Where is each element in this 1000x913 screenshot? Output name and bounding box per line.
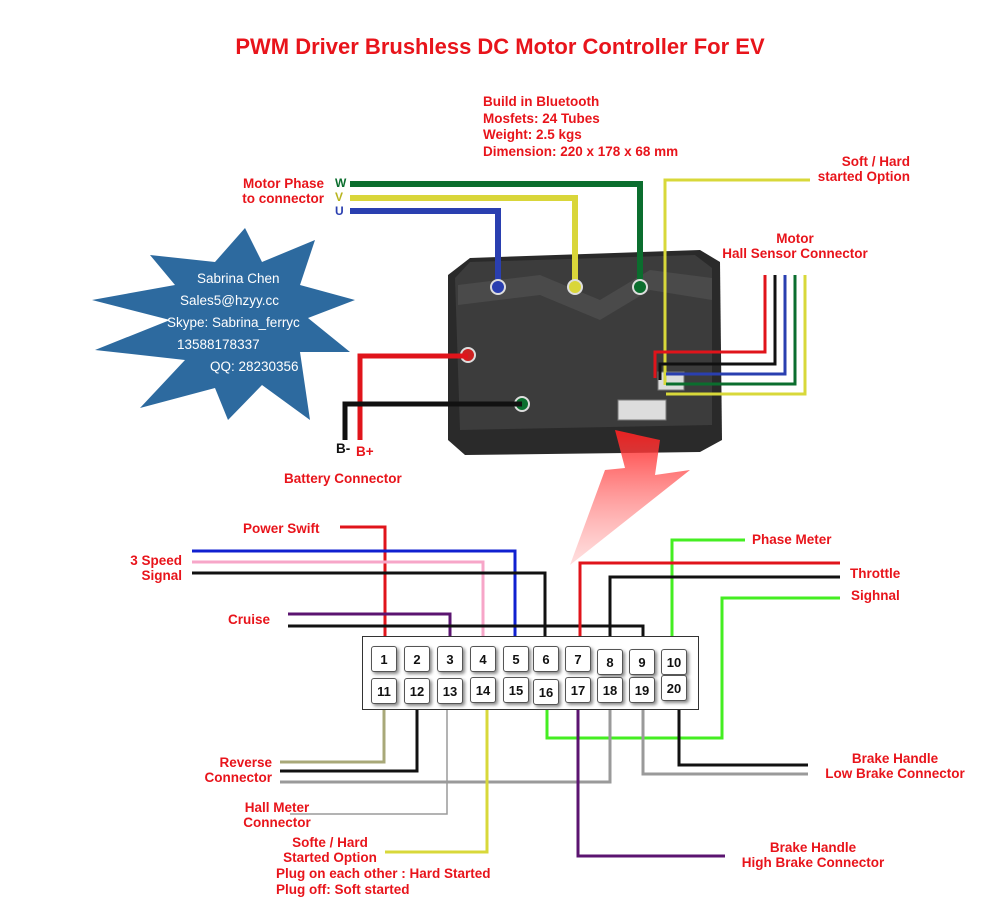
speed-line2: Signal [141, 568, 182, 583]
wire-hall-meter [290, 705, 448, 815]
brake-low-label: Brake Handle Low Brake Connector [810, 751, 980, 781]
contact-skype: Skype: Sabrina_ferryc [167, 315, 300, 330]
phase-w-letter: W [335, 176, 347, 190]
plug-off-note: Plug off: Soft started [276, 882, 410, 897]
wire-battery-neg [342, 401, 522, 440]
spec-dimension: Dimension: 220 x 178 x 68 mm [483, 143, 679, 159]
wire-phase-meter [670, 538, 745, 645]
softe-line1: Softe / Hard [292, 835, 368, 850]
pin-20: 20 [661, 675, 687, 701]
pin-1: 1 [371, 646, 397, 672]
wire-throttle-black [608, 575, 840, 645]
pin-7: 7 [565, 646, 591, 672]
pin-18: 18 [597, 677, 623, 703]
hall-meter-line2: Connector [243, 815, 311, 830]
wire-brake-low-black [677, 705, 808, 767]
soft-hard-label: Soft / Hard started Option [790, 154, 910, 184]
wire-phase-v [350, 195, 578, 285]
plug-on-note: Plug on each other : Hard Started [276, 866, 491, 881]
page-title: PWM Driver Brushless DC Motor Controller… [235, 34, 765, 59]
pin-15: 15 [503, 677, 529, 703]
brake-high-line2: High Brake Connector [741, 855, 885, 870]
contact-burst [92, 228, 355, 420]
phase-meter-label: Phase Meter [752, 532, 832, 547]
wire-battery-pos [357, 353, 468, 440]
motor-phase-label: Motor Phase to connector [222, 176, 324, 206]
motor-phase-line2: to connector [242, 191, 324, 206]
pointer-arrow [570, 430, 690, 565]
pin-9: 9 [629, 649, 655, 675]
pin-3: 3 [437, 646, 463, 672]
pin-11: 11 [371, 678, 397, 704]
spec-list: Build in Bluetooth Mosfets: 24 Tubes Wei… [483, 94, 678, 160]
motor-phase-line1: Motor Phase [242, 176, 324, 191]
battery-pos-label: B+ [356, 444, 374, 459]
hall-meter-label: Hall Meter Connector [232, 800, 322, 830]
hall-sensor-label: Motor Hall Sensor Connector [700, 231, 890, 261]
wire-speed-blue [192, 549, 517, 645]
contact-phone: 13588178337 [177, 337, 260, 352]
speed-signal-label: 3 Speed Signal [100, 553, 182, 583]
wire-phase-w [350, 181, 643, 285]
pin-6: 6 [533, 646, 559, 672]
spec-mosfets: Mosfets: 24 Tubes [483, 110, 600, 126]
brake-low-line2: Low Brake Connector [825, 766, 965, 781]
pin-8: 8 [597, 649, 623, 675]
pin-10: 10 [661, 649, 687, 675]
pin-14: 14 [470, 677, 496, 703]
wire-power-swift [340, 525, 387, 645]
power-swift-label: Power Swift [243, 521, 320, 536]
speed-line1: 3 Speed [130, 553, 182, 568]
contact-email: Sales5@hzyy.cc [180, 293, 279, 308]
pin-19: 19 [629, 677, 655, 703]
pin-13: 13 [437, 678, 463, 704]
wire-speed-black [192, 571, 547, 645]
pin-17: 17 [565, 677, 591, 703]
wire-hall-meter-grey [280, 705, 612, 784]
wire-reverse-olive [280, 705, 386, 764]
wire-throttle-signal [545, 596, 840, 740]
wire-softe-hard [385, 705, 489, 854]
hall-meter-line1: Hall Meter [244, 800, 310, 815]
wire-throttle-red [578, 561, 840, 645]
phase-u-letter: U [335, 204, 344, 218]
reverse-label: Reverse Connector [180, 755, 273, 785]
pin-4: 4 [470, 646, 496, 672]
wire-cruise [288, 612, 452, 645]
brake-high-label: Brake Handle High Brake Connector [728, 840, 898, 870]
soft-hard-line1: Soft / Hard [841, 154, 910, 169]
phase-v-letter: V [335, 190, 344, 204]
wire-reverse-black [280, 705, 419, 773]
brake-low-line1: Brake Handle [851, 751, 939, 766]
throttle-signal-label: Sighnal [851, 588, 900, 603]
reverse-line2: Connector [204, 770, 273, 785]
pin-2: 2 [404, 646, 430, 672]
pin-12: 12 [404, 678, 430, 704]
pin-5: 5 [503, 646, 529, 672]
contact-qq: QQ: 28230356 [210, 359, 299, 374]
brake-high-line1: Brake Handle [769, 840, 857, 855]
contact-info: Sabrina Chen Sales5@hzyy.cc Skype: Sabri… [167, 268, 335, 378]
contact-name: Sabrina Chen [197, 271, 280, 286]
spec-bluetooth: Build in Bluetooth [483, 94, 600, 109]
spec-weight: Weight: 2.5 kgs [483, 127, 582, 142]
hall-sensor-line1: Motor [776, 231, 814, 246]
wire-phase-u [350, 208, 501, 285]
connector-20pin: 1 2 3 4 5 6 7 8 9 10 11 12 13 14 15 16 1… [362, 636, 699, 710]
soft-hard-line2: started Option [817, 169, 910, 184]
wire-speed-pink [192, 560, 485, 645]
throttle-label: Throttle [850, 566, 901, 581]
wire-brake-low-grey [641, 705, 808, 776]
wire-brake-high [576, 705, 725, 858]
hall-sensor-line2: Hall Sensor Connector [722, 246, 868, 261]
battery-neg-label: B- [336, 441, 351, 456]
wire-soft-hard [663, 178, 810, 385]
softe-hard-label: Softe / Hard Started Option [270, 835, 390, 865]
pin-16: 16 [533, 679, 559, 705]
reverse-line1: Reverse [219, 755, 272, 770]
battery-connector-label: Battery Connector [284, 471, 402, 486]
cruise-label: Cruise [228, 612, 271, 627]
softe-line2: Started Option [283, 850, 377, 865]
